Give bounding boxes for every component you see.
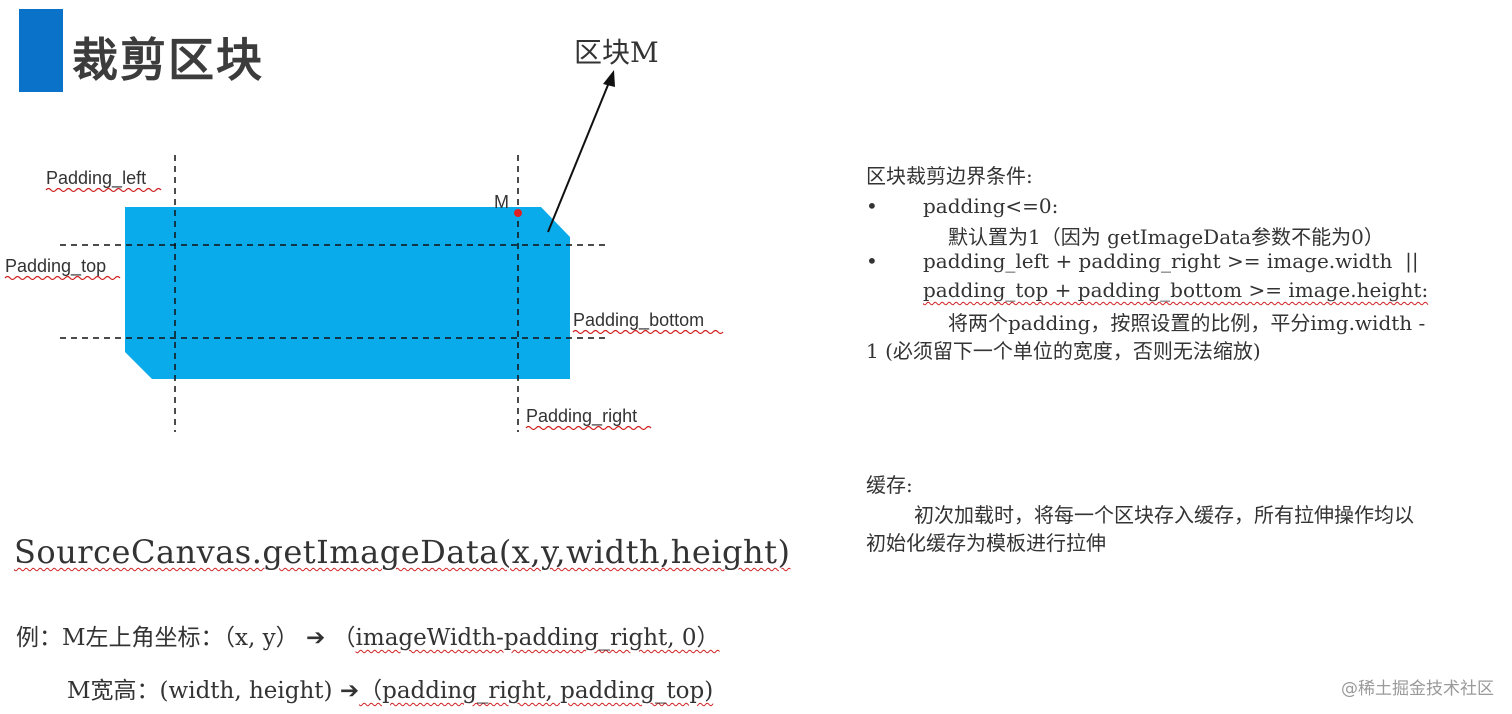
bullet-2-detail-cont: 1 (必须留下一个单位的宽度，否则无法缩放) <box>866 339 1261 363</box>
bullet-2-detail: 将两个padding，按照设置的比例，平分img.width - <box>948 311 1426 335</box>
cache-line-1: 初次加载时，将每一个区块存入缓存，所有拉伸操作均以 <box>914 503 1414 527</box>
bullet-2-condition-b: padding_top + padding_bottom >= image.he… <box>923 278 1429 302</box>
padding-right-label: Padding_right <box>526 406 637 427</box>
bullet-1-text: padding<=0: <box>923 194 1059 218</box>
padding-left-underline <box>45 187 162 193</box>
padding-bottom-label: Padding_bottom <box>573 310 704 331</box>
bullet-2-marker: • <box>866 249 878 273</box>
notes-heading: 区块裁剪边界条件: <box>866 164 1033 188</box>
example-value: imageWidth-padding_right, 0） <box>355 625 720 651</box>
example-coordinate-line: 例：M左上角坐标：（x, y） ➔ （imageWidth-padding_ri… <box>16 618 720 652</box>
padding-top-underline <box>4 275 121 281</box>
slide-title: 裁剪区块 <box>72 33 264 87</box>
padding-right-underline <box>525 425 652 431</box>
bullet-1-marker: • <box>866 194 878 218</box>
get-image-data-call: SourceCanvas.getImageData(x,y,width,heig… <box>14 533 790 571</box>
example-mid: （ <box>332 625 356 651</box>
block-shape <box>125 207 570 379</box>
point-m-label: M <box>494 192 509 212</box>
watermark: @稀土掘金技术社区 <box>1341 679 1494 699</box>
size-value: （padding_right, padding_top) <box>359 678 714 704</box>
padding-top-label: Padding_top <box>5 256 106 277</box>
padding-bottom-underline <box>572 329 724 335</box>
block-pointer-arrowhead <box>603 70 615 87</box>
cache-line-2: 初始化缓存为模板进行拉伸 <box>866 531 1106 555</box>
bullet-2-condition-a: padding_left + padding_right >= image.wi… <box>923 249 1419 273</box>
title-accent-bar <box>19 9 63 92</box>
block-m-label: 区块M <box>574 36 659 69</box>
cache-heading: 缓存: <box>866 473 913 497</box>
size-arrow: ➔ <box>339 678 360 704</box>
bullet-1-detail: 默认置为1（因为 getImageData参数不能为0） <box>948 225 1384 249</box>
example-size-line: M宽高：(width, height) ➔（padding_right, pad… <box>67 671 713 705</box>
example-arrow: ➔ <box>305 625 326 651</box>
size-prefix: M宽高：(width, height) <box>67 678 333 704</box>
point-m-marker <box>514 209 522 217</box>
padding-left-label: Padding_left <box>46 168 146 189</box>
example-prefix: 例：M左上角坐标：（x, y） <box>16 625 299 651</box>
block-pointer-arrow <box>547 79 611 233</box>
get-image-data-text: SourceCanvas.getImageData(x,y,width,heig… <box>14 533 791 571</box>
